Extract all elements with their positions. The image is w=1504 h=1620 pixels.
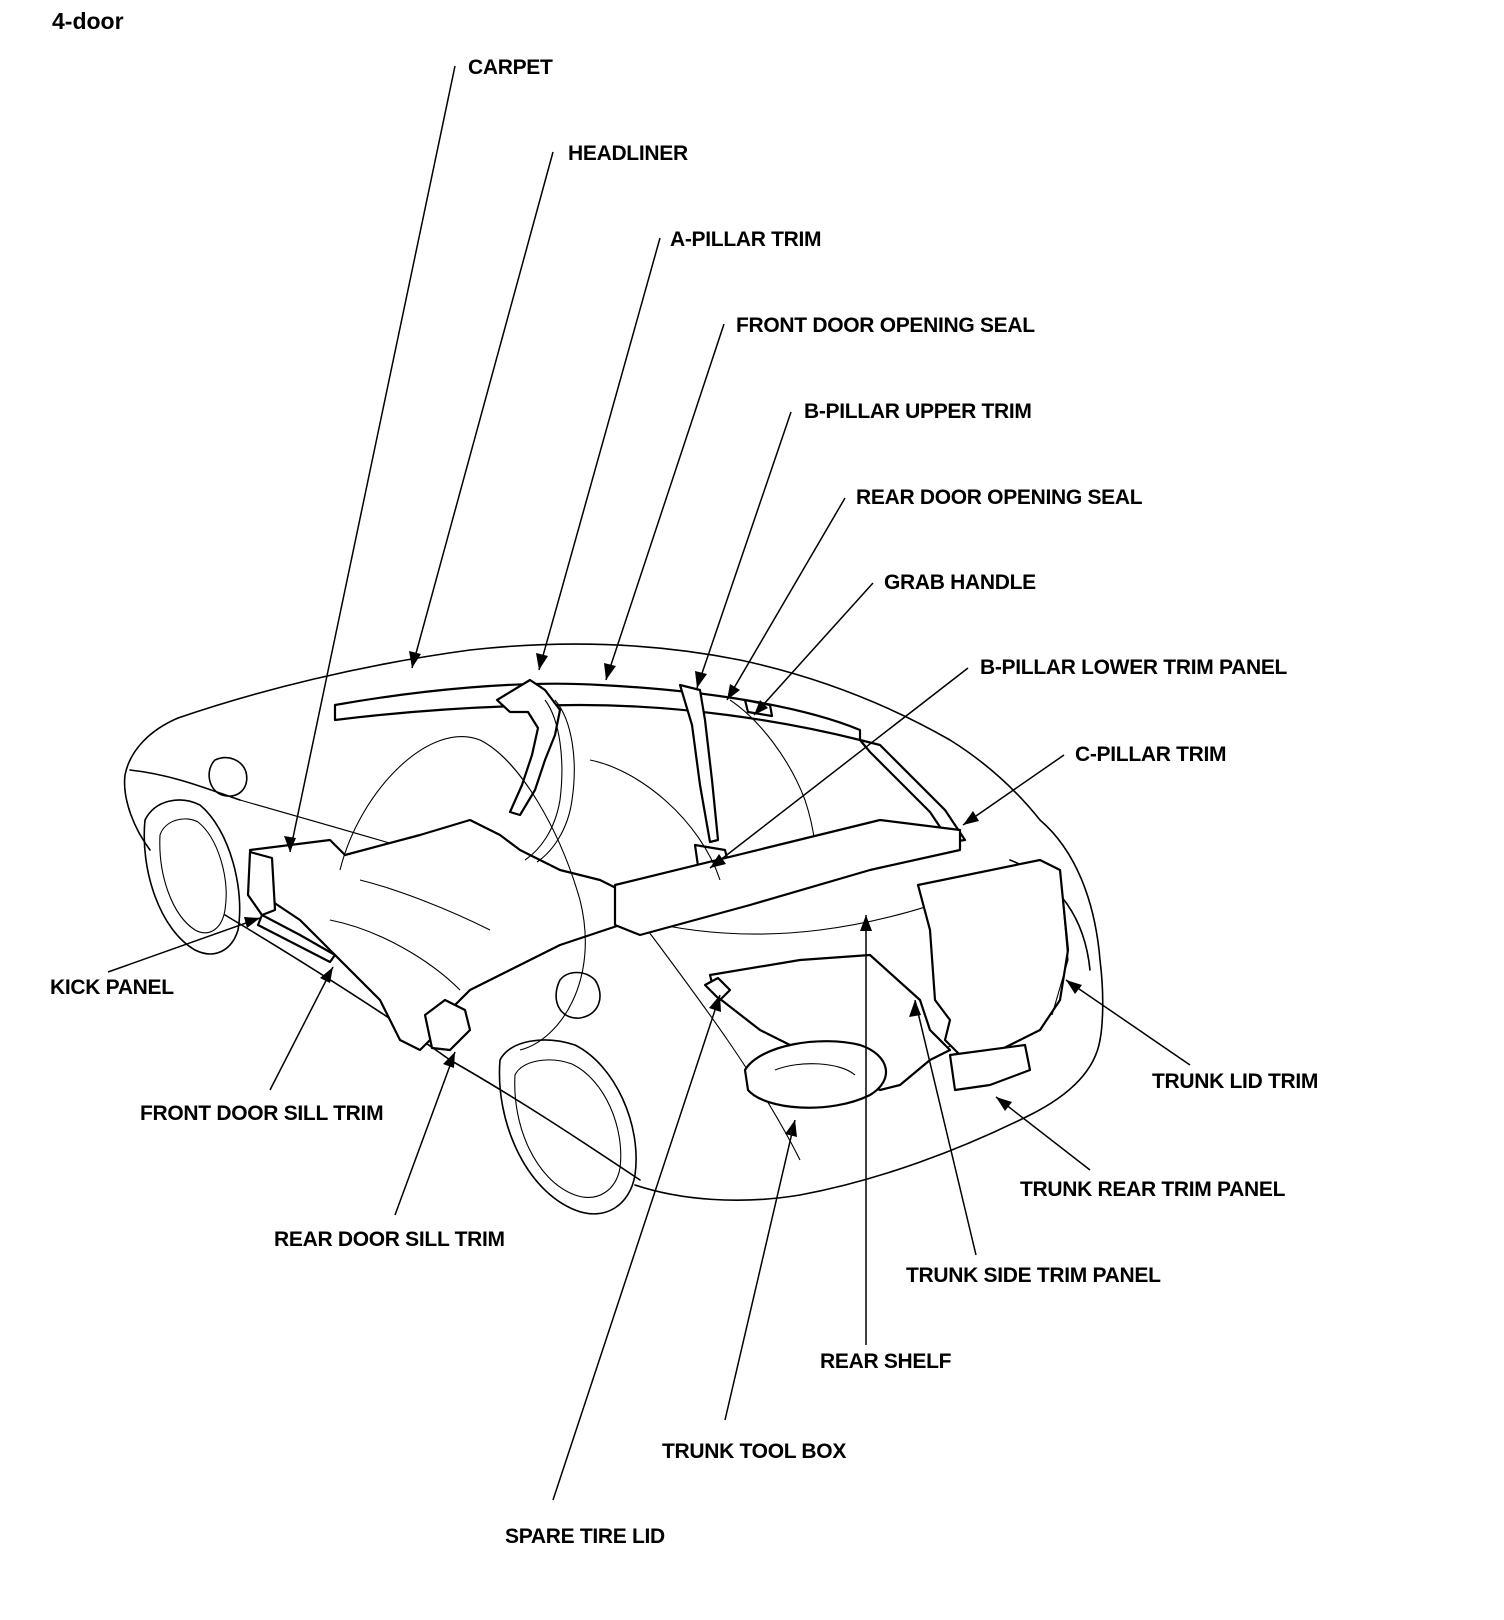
label-front-door-opening-seal: FRONT DOOR OPENING SEAL [736,314,1035,337]
label-a-pillar-trim: A-PILLAR TRIM [670,228,822,251]
label-headliner: HEADLINER [568,142,688,165]
label-rear-door-opening-seal: REAR DOOR OPENING SEAL [856,486,1143,509]
label-kick-panel: KICK PANEL [50,976,174,999]
label-grab-handle: GRAB HANDLE [884,571,1036,594]
leader-lines [107,65,1191,1501]
label-trunk-lid-trim: TRUNK LID TRIM [1152,1070,1319,1093]
label-front-door-sill-trim: FRONT DOOR SILL TRIM [140,1102,384,1125]
label-c-pillar-trim: C-PILLAR TRIM [1075,743,1227,766]
label-rear-shelf: REAR SHELF [820,1350,952,1373]
label-carpet: CARPET [468,56,553,79]
label-spare-tire-lid: SPARE TIRE LID [505,1525,665,1548]
label-rear-door-sill-trim: REAR DOOR SILL TRIM [274,1228,505,1251]
label-b-pillar-lower-trim-panel: B-PILLAR LOWER TRIM PANEL [980,656,1288,679]
diagram-heading: 4-door [52,8,124,34]
label-b-pillar-upper-trim: B-PILLAR UPPER TRIM [804,400,1032,423]
label-trunk-tool-box: TRUNK TOOL BOX [662,1440,847,1463]
label-trunk-side-trim-panel: TRUNK SIDE TRIM PANEL [906,1264,1161,1287]
label-trunk-rear-trim-panel: TRUNK REAR TRIM PANEL [1020,1178,1286,1201]
interior-parts [246,678,1070,1109]
